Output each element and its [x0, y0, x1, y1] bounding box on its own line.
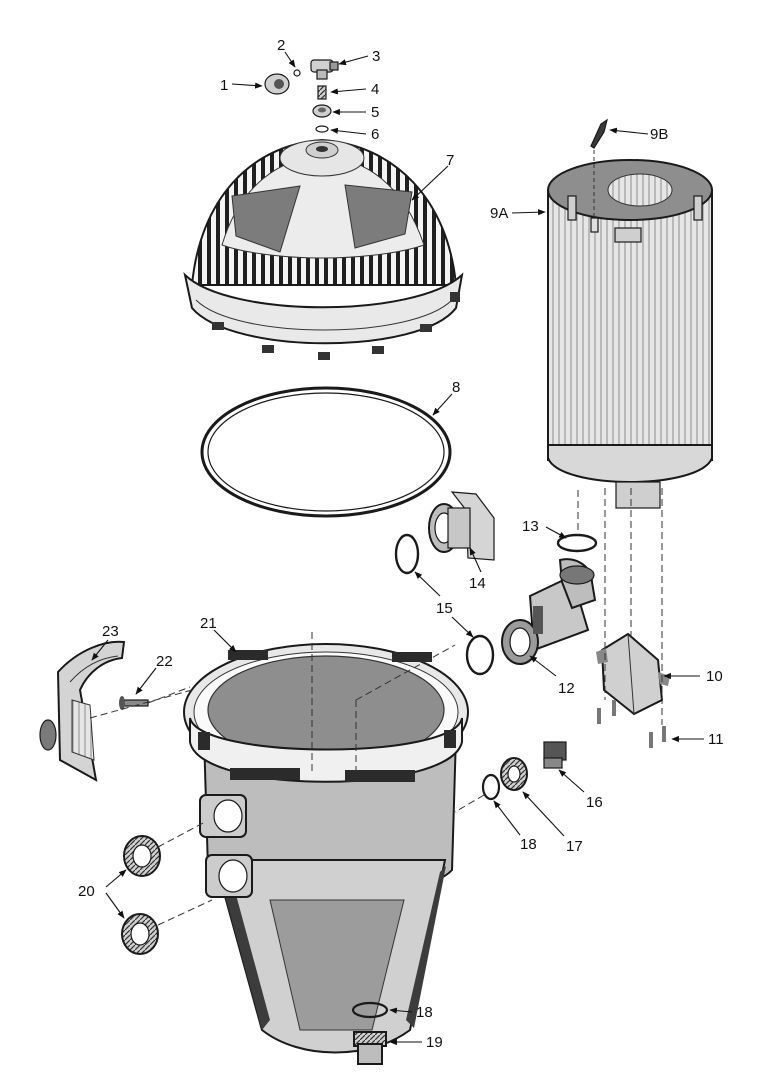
callout-16: 16 [586, 794, 603, 811]
part-10-support-bracket [596, 632, 670, 716]
part-18-oring-side [454, 773, 501, 813]
part-8-tank-oring [200, 386, 452, 518]
callout-9a: 9A [490, 205, 508, 222]
part-17-drain-adapter [500, 757, 528, 791]
callout-4: 4 [371, 81, 379, 98]
callout-5: 5 [371, 104, 379, 121]
callout-10: 10 [706, 668, 723, 685]
part-13-oring [556, 533, 598, 553]
part-22-drain-plug [89, 686, 193, 719]
part-5-nut [312, 104, 332, 118]
leader-lines [91, 51, 704, 1046]
callout-19: 19 [426, 1034, 443, 1051]
part-4-spring [317, 85, 327, 100]
part-6-oring [315, 125, 329, 133]
callout-7: 7 [446, 152, 454, 169]
callout-23: 23 [102, 623, 119, 640]
callout-18-side: 18 [520, 836, 537, 853]
part-21-filter-tank [183, 632, 469, 1054]
callout-20: 20 [78, 883, 95, 900]
callout-14: 14 [469, 575, 486, 592]
callout-1: 1 [220, 77, 228, 94]
part-12-elbow-pipe [501, 558, 597, 665]
callout-8: 8 [452, 379, 460, 396]
callout-6: 6 [371, 126, 379, 143]
part-20-union-nuts [121, 821, 213, 955]
callout-12: 12 [558, 680, 575, 697]
callout-22: 22 [156, 653, 173, 670]
cartridge-alignment-lines [577, 488, 663, 725]
part-1-pressure-gauge-nut [264, 73, 290, 95]
callout-9b: 9B [650, 126, 668, 143]
callout-18-bottom: 18 [416, 1004, 433, 1021]
part-9b-air-relief-tube [590, 118, 608, 218]
callout-3: 3 [372, 48, 380, 65]
part-15-oring-upper [394, 533, 420, 575]
callout-17: 17 [566, 838, 583, 855]
part-11-screws [597, 700, 666, 748]
callout-21: 21 [200, 615, 217, 632]
part-9a-filter-cartridge [547, 159, 713, 509]
part-2-small-oring [293, 69, 301, 77]
part-19-bottom-fitting [353, 1031, 387, 1065]
callout-2: 2 [277, 37, 285, 54]
part-18-oring-bottom [351, 1001, 389, 1019]
part-23-drain-handle [39, 640, 126, 782]
part-7-filter-dome [183, 138, 464, 360]
part-16-drain-cap [543, 741, 567, 769]
part-15-oring-lower [465, 634, 495, 676]
callout-13: 13 [522, 518, 539, 535]
callout-15: 15 [436, 600, 453, 617]
part-3-air-relief-tee [310, 59, 339, 80]
callout-11: 11 [708, 731, 724, 748]
part-14-outlet-adapter [428, 491, 495, 561]
